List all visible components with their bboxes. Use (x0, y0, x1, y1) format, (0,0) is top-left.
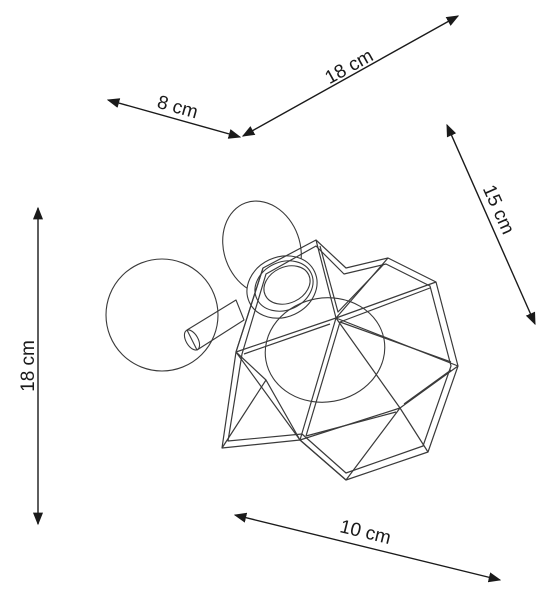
dimension-width-top: 18 cm (241, 15, 460, 137)
wire-cage (221, 239, 459, 481)
dimension-width-bottom: 10 cm (233, 512, 502, 583)
dimension-height-right: 15 cm (446, 123, 536, 326)
dimension-width-bottom-label: 10 cm (338, 516, 393, 549)
socket (246, 255, 318, 319)
dimension-height-left-label: 18 cm (18, 340, 39, 392)
dimension-depth: 8 cm (106, 92, 242, 139)
dimension-depth-label: 8 cm (155, 92, 200, 123)
dimension-width-top-label: 18 cm (322, 45, 377, 88)
lamp-arm (186, 299, 245, 351)
dimension-height-left: 18 cm (18, 206, 44, 526)
wall-plate (105, 258, 219, 372)
lamp-illustration (105, 200, 459, 481)
bulb (264, 297, 386, 403)
